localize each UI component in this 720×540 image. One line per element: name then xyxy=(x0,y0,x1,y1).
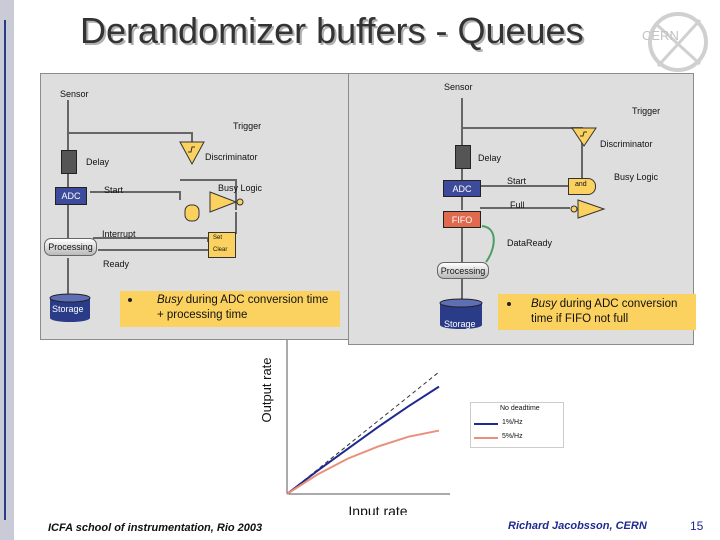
left-sensor-label: Sensor xyxy=(60,89,89,99)
legend-item-no-deadtime: No deadtime xyxy=(500,405,540,412)
right-and-label: and xyxy=(575,181,587,188)
right-storage-label: Storage xyxy=(444,319,476,329)
left-gate-small-icon xyxy=(184,204,200,222)
slide-title: Derandomizer buffers - Queues xyxy=(80,10,584,51)
right-delay-label: Delay xyxy=(478,153,502,163)
left-bullet-dot xyxy=(128,298,132,302)
right-bullet-box xyxy=(498,294,696,330)
left-ready-label: Ready xyxy=(103,259,130,269)
right-storage-icon xyxy=(439,298,483,329)
left-bullet-body: during ADC conversion time + processing … xyxy=(157,294,329,321)
left-busy-gate-icon xyxy=(209,191,244,213)
footer-right: Richard Jacobsson, CERN xyxy=(508,520,647,532)
left-bullet-text: Busy during ADC conversion time + proces… xyxy=(157,293,337,323)
right-bullet-italic: Busy xyxy=(531,298,557,310)
chart-series-line-0 xyxy=(286,371,440,495)
left-discriminator-label: Discriminator xyxy=(205,152,258,162)
left-decorative-line xyxy=(4,20,6,520)
right-and-gate xyxy=(568,178,596,195)
left-flipflop-block xyxy=(208,232,236,258)
left-bullet-italic: Busy xyxy=(157,294,183,306)
left-discriminator-icon xyxy=(179,141,205,166)
right-bullet-dot xyxy=(507,302,511,306)
chart-series-line-1 xyxy=(286,385,440,495)
cern-logo-graphic xyxy=(648,12,708,72)
legend-swatch-2 xyxy=(474,437,498,439)
left-processing-block: Processing xyxy=(44,238,97,256)
legend-item-5pct: 5%/Hz xyxy=(502,433,523,440)
right-adc-block: ADC xyxy=(443,180,481,197)
rate-chart: Input rate Output rate xyxy=(259,340,450,515)
legend-item-1pct: 1%/Hz xyxy=(502,419,523,426)
left-interrupt-label: Interrupt xyxy=(102,229,136,239)
chart-axes xyxy=(286,340,450,495)
right-fifo-block: FIFO xyxy=(443,211,481,228)
chart-series-line-2 xyxy=(286,429,440,495)
left-trigger-label: Trigger xyxy=(233,121,262,131)
cern-logo: CERN xyxy=(640,8,710,80)
right-sensor-label: Sensor xyxy=(444,82,473,92)
right-discriminator-icon xyxy=(571,127,597,147)
legend-swatch-1 xyxy=(474,423,498,425)
right-full-label: Full xyxy=(510,200,525,210)
left-clear-label: Clear xyxy=(213,247,228,253)
right-busy-gate-icon xyxy=(570,199,606,219)
chart-xlabel: Input rate xyxy=(348,503,407,515)
right-discriminator-label: Discriminator xyxy=(600,139,653,149)
chart-legend xyxy=(470,402,564,448)
footer-left: ICFA school of instrumentation, Rio 2003 xyxy=(48,522,263,534)
left-start-label: Start xyxy=(104,185,124,195)
title-shadow: Derandomizer buffers - Queues xyxy=(82,12,586,53)
right-delay-block xyxy=(455,145,471,169)
chart-ylabel: Output rate xyxy=(259,357,274,422)
right-dataready-label: DataReady xyxy=(507,238,553,248)
page-number: 15 xyxy=(690,519,704,533)
right-trigger-label: Trigger xyxy=(632,106,661,116)
right-start-label: Start xyxy=(507,176,527,186)
right-processing-block: Processing xyxy=(437,262,489,279)
left-busy-logic-label: Busy Logic xyxy=(218,183,263,193)
left-delay-block xyxy=(61,150,77,174)
left-adc-block: ADC xyxy=(55,187,87,205)
right-bullet-body: during ADC conversion time if FIFO not f… xyxy=(531,298,678,325)
left-set-label: Set xyxy=(213,235,223,241)
right-bullet-text: Busy during ADC conversion time if FIFO … xyxy=(531,297,695,327)
right-busy-logic-label: Busy Logic xyxy=(614,172,659,182)
left-delay-label: Delay xyxy=(86,157,110,167)
left-bullet-box xyxy=(120,291,340,327)
left-decorative-stripe xyxy=(0,0,14,540)
left-storage-label: Storage xyxy=(52,304,84,314)
cern-logo-text: CERN xyxy=(642,28,679,43)
left-storage-icon xyxy=(49,293,91,322)
